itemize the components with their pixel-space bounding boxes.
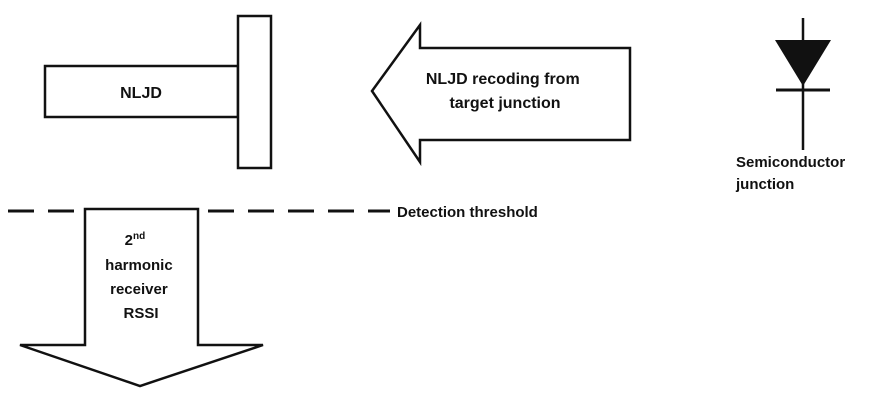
junction-label: Semiconductor junction (735, 154, 849, 193)
return-signal-arrow: NLJD recoding from target junction (370, 21, 632, 167)
semiconductor-junction: Semiconductor junction (735, 18, 849, 193)
nljd-label: NLJD (120, 85, 162, 102)
return-arrow-shape (370, 21, 632, 167)
rssi-line-3: RSSI (123, 305, 158, 322)
nljd-device: NLJD (43, 14, 273, 170)
threshold-label: Detection threshold (397, 204, 538, 221)
nljd-antenna-plate (236, 14, 273, 170)
rssi-ordinal: 2 (125, 232, 133, 249)
diode-icon (775, 18, 831, 150)
rssi-arrow-text: 2nd harmonic receiver RSSI (105, 226, 177, 322)
rssi-ordinal-suffix: nd (133, 231, 145, 242)
return-arrow-line-1: NLJD recoding from (426, 71, 580, 88)
return-arrow-text: NLJD recoding from target junction (426, 71, 584, 112)
rssi-line-1: harmonic (105, 257, 173, 274)
detection-threshold: Detection threshold (8, 204, 538, 221)
junction-label-line-2: junction (735, 176, 794, 193)
rssi-line-2: receiver (110, 281, 168, 298)
rssi-arrow: 2nd harmonic receiver RSSI (19, 207, 264, 388)
rssi-arrow-shape (19, 207, 264, 388)
nljd-body (43, 64, 240, 119)
return-arrow-line-2: target junction (449, 95, 560, 112)
junction-label-line-1: Semiconductor (736, 154, 845, 171)
